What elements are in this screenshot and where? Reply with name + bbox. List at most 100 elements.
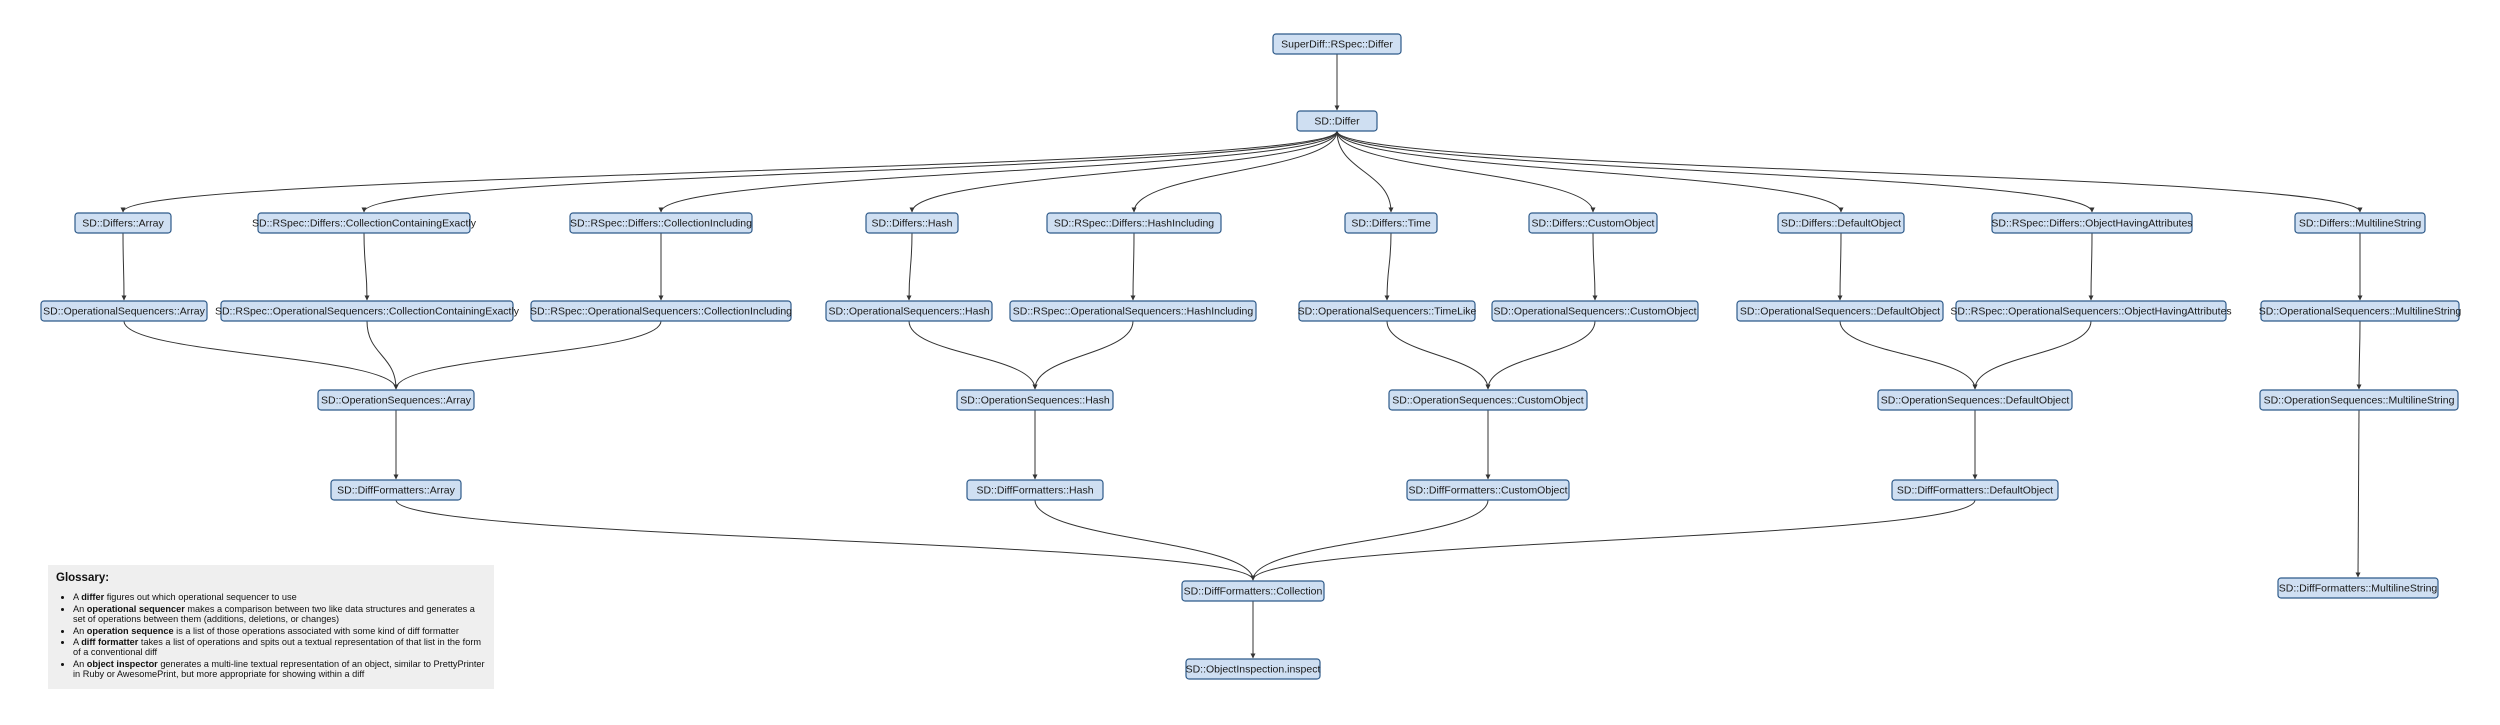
node-label: SD::DiffFormatters::CustomObject (1408, 485, 1567, 497)
node-os_cce: SD::RSpec::OperationalSequencers::Collec… (215, 300, 520, 322)
glossary-term: differ (81, 592, 105, 603)
node-seq_array: SD::OperationSequences::Array (317, 389, 475, 411)
node-label: SD::Differ (1314, 116, 1360, 128)
node-os_array: SD::OperationalSequencers::Array (40, 300, 208, 322)
edge-os_default-to-seq_default (1839, 320, 1978, 390)
node-d_cce: SD::RSpec::Differs::CollectionContaining… (252, 212, 477, 234)
node-seq_mls: SD::OperationSequences::MultilineString (2259, 389, 2459, 411)
node-os_custom: SD::OperationalSequencers::CustomObject (1491, 300, 1699, 322)
node-seq_custom: SD::OperationSequences::CustomObject (1388, 389, 1588, 411)
node-os_hi: SD::RSpec::OperationalSequencers::HashIn… (1009, 300, 1257, 322)
node-box (1298, 300, 1476, 322)
glossary-term: diff formatter (81, 637, 139, 648)
node-box (569, 212, 753, 234)
node-box (40, 300, 208, 322)
node-box (865, 212, 959, 234)
node-label: SD::DiffFormatters::DefaultObject (1897, 485, 2053, 497)
node-label: SD::OperationalSequencers::DefaultObject (1740, 306, 1940, 318)
node-df_collection: SD::DiffFormatters::Collection (1181, 580, 1325, 602)
edge-differ-to-d_ci (658, 130, 1338, 213)
edge-os_oha-to-seq_default (1972, 320, 2092, 390)
node-box (74, 212, 172, 234)
edge-d_default-to-os_default (1837, 232, 1843, 301)
node-label: SD::RSpec::Differs::CollectionIncluding (570, 218, 752, 230)
node-os_mls: SD::OperationalSequencers::MultilineStri… (2259, 300, 2462, 322)
node-d_ci: SD::RSpec::Differs::CollectionIncluding (569, 212, 753, 234)
node-box (1877, 389, 2073, 411)
edge-os_ci-to-seq_array (393, 320, 662, 390)
node-label: SD::DiffFormatters::Array (337, 485, 455, 497)
node-os_hash: SD::OperationalSequencers::Hash (825, 300, 993, 322)
edge-d_hash-to-os_hash (906, 232, 913, 301)
node-box (530, 300, 792, 322)
node-df_hash: SD::DiffFormatters::Hash (966, 479, 1104, 501)
edge-os_hi-to-seq_hash (1032, 320, 1134, 390)
glossary-panel: Glossary: A differ figures out which ope… (48, 565, 494, 689)
node-df_default: SD::DiffFormatters::DefaultObject (1891, 479, 2059, 501)
glossary-item: An operational sequencer makes a compari… (73, 604, 488, 625)
edge-differ-to-d_mls (1336, 130, 2363, 213)
edge-d_hi-to-os_hi (1130, 232, 1136, 301)
node-box (1736, 300, 1944, 322)
node-os_timelike: SD::OperationalSequencers::TimeLike (1298, 300, 1477, 322)
node-box (1009, 300, 1257, 322)
node-box (1185, 658, 1321, 680)
node-label: SuperDiff::RSpec::Differ (1281, 39, 1393, 51)
node-os_ci: SD::RSpec::OperationalSequencers::Collec… (530, 300, 792, 322)
node-box (1491, 300, 1699, 322)
glossary-term: object inspector (86, 658, 158, 669)
glossary-list: A differ figures out which operational s… (54, 592, 488, 679)
node-box (317, 389, 475, 411)
node-d_custom: SD::Differs::CustomObject (1528, 212, 1658, 234)
edge-os_custom-to-seq_custom (1485, 320, 1596, 390)
edge-d_array-to-os_array (121, 232, 127, 301)
node-seq_default: SD::OperationSequences::DefaultObject (1877, 389, 2073, 411)
node-label: SD::DiffFormatters::Hash (976, 485, 1093, 497)
node-label: SD::OperationalSequencers::CustomObject (1493, 306, 1696, 318)
node-d_time: SD::Differs::Time (1344, 212, 1438, 234)
glossary-item: An object inspector generates a multi-li… (73, 659, 488, 680)
edge-os_timelike-to-seq_custom (1386, 320, 1491, 390)
node-label: SD::RSpec::OperationalSequencers::Object… (1950, 306, 2231, 318)
node-box (220, 300, 514, 322)
node-box (257, 212, 471, 234)
edge-df_default-to-df_collection (1250, 499, 1976, 581)
node-box (956, 389, 1114, 411)
node-box (1272, 33, 1402, 55)
node-os_default: SD::OperationalSequencers::DefaultObject (1736, 300, 1944, 322)
edge-df_hash-to-df_collection (1034, 499, 1256, 581)
edge-df_array-to-df_collection (395, 499, 1256, 581)
node-box (2294, 212, 2426, 234)
node-box (1528, 212, 1658, 234)
node-box (1991, 212, 2193, 234)
edge-os_mls-to-seq_mls (2356, 320, 2362, 390)
node-label: SD::OperationSequences::MultilineString (2264, 395, 2455, 407)
node-d_default: SD::Differs::DefaultObject (1777, 212, 1905, 234)
node-box (330, 479, 462, 501)
edge-differ-to-d_cce (361, 130, 1338, 213)
node-differ: SD::Differ (1296, 110, 1378, 132)
node-label: SD::DiffFormatters::Collection (1184, 586, 1323, 598)
node-box (2277, 577, 2439, 599)
glossary-title: Glossary: (56, 572, 110, 584)
glossary-item: A diff formatter takes a list of operati… (73, 637, 488, 658)
glossary-item: A differ figures out which operational s… (73, 592, 488, 602)
node-box (1296, 110, 1378, 132)
edge-differ-to-d_hash (909, 130, 1338, 213)
node-label: SD::OperationSequences::Array (321, 395, 472, 407)
node-box (966, 479, 1104, 501)
node-label: SD::OperationalSequencers::MultilineStri… (2259, 306, 2462, 318)
node-layer: SuperDiff::RSpec::DifferSD::DifferSD::Di… (40, 33, 2462, 680)
node-df_mls: SD::DiffFormatters::MultilineString (2277, 577, 2439, 599)
node-label: SD::RSpec::OperationalSequencers::Collec… (530, 306, 792, 318)
edge-d_oha-to-os_oha (2088, 232, 2094, 301)
node-df_custom: SD::DiffFormatters::CustomObject (1406, 479, 1570, 501)
node-label: SD::RSpec::Differs::HashIncluding (1054, 218, 1214, 230)
edge-d_custom-to-os_custom (1592, 232, 1598, 301)
node-box (1777, 212, 1905, 234)
edge-layer (120, 54, 2363, 659)
node-box (2259, 389, 2459, 411)
edge-differ-to-d_custom (1336, 130, 1596, 213)
node-label: SD::Differs::DefaultObject (1781, 218, 1901, 230)
